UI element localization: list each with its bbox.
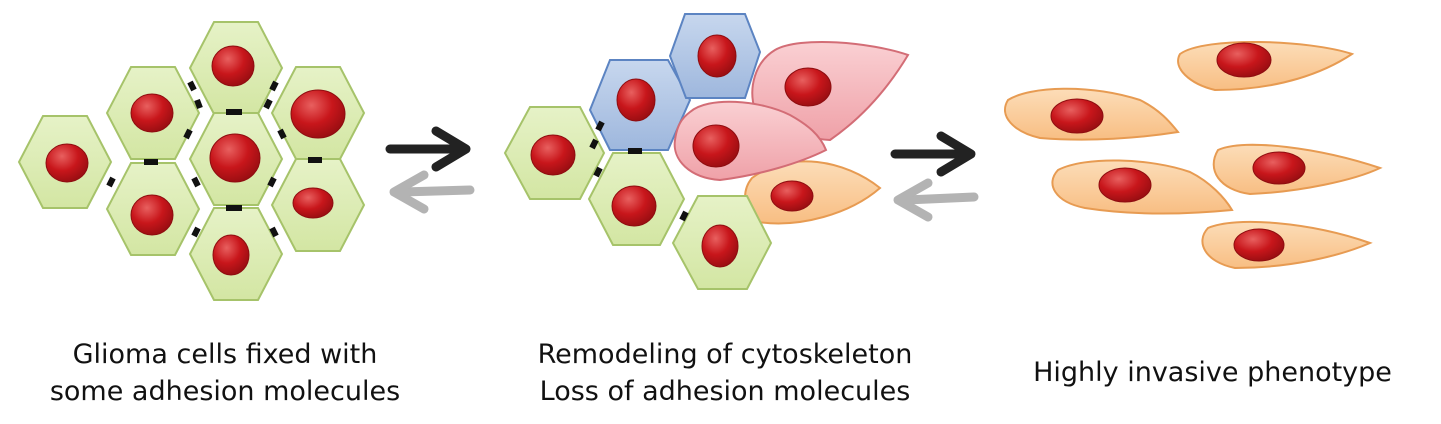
- stage3-caption-line1: Highly invasive phenotype: [1033, 357, 1392, 388]
- hex-cell: [105, 162, 201, 256]
- hex-cell: [17, 115, 113, 209]
- hex-cell: [587, 152, 686, 246]
- pink-cell: [673, 100, 828, 182]
- hex-cell: [270, 158, 366, 252]
- forward-arrow-icon: [385, 126, 471, 172]
- orange-cell: [1201, 220, 1373, 270]
- reverse-arrow-icon: [893, 178, 979, 222]
- hex-cell: [671, 195, 773, 290]
- stage1-caption-line2: some adhesion molecules: [49, 376, 401, 407]
- adhesion-marks: [106, 80, 322, 238]
- blue-cell: [588, 59, 692, 151]
- stage3-invasive-cells: [1004, 41, 1383, 270]
- stage1-caption: Glioma cells fixed with some adhesion mo…: [0, 336, 450, 410]
- blue-cell: [668, 13, 762, 99]
- adhesion-marks: [589, 120, 689, 222]
- hex-cell: [503, 106, 606, 200]
- hex-cell: [270, 66, 366, 160]
- stage2-caption-line1: Remodeling of cytoskeleton: [537, 339, 913, 370]
- orange-cell: [1212, 143, 1383, 196]
- hex-cell: [105, 66, 201, 160]
- stage1-caption-line1: Glioma cells fixed with: [72, 339, 378, 370]
- reverse-arrow-icon: [389, 170, 475, 214]
- hex-cell: [188, 112, 284, 206]
- forward-arrow-icon: [890, 131, 976, 177]
- orange-cell: [1004, 87, 1180, 141]
- orange-cell: [1177, 41, 1355, 92]
- stage2-caption-line2: Loss of adhesion molecules: [539, 376, 911, 407]
- orange-cell: [1051, 159, 1234, 215]
- stage2-caption: Remodeling of cytoskeleton Loss of adhes…: [495, 336, 955, 410]
- stage3-caption: Highly invasive phenotype: [990, 354, 1435, 391]
- stage2-cell-cluster: [503, 13, 910, 290]
- hex-cell: [188, 207, 284, 301]
- stage1-cell-cluster: [17, 21, 366, 301]
